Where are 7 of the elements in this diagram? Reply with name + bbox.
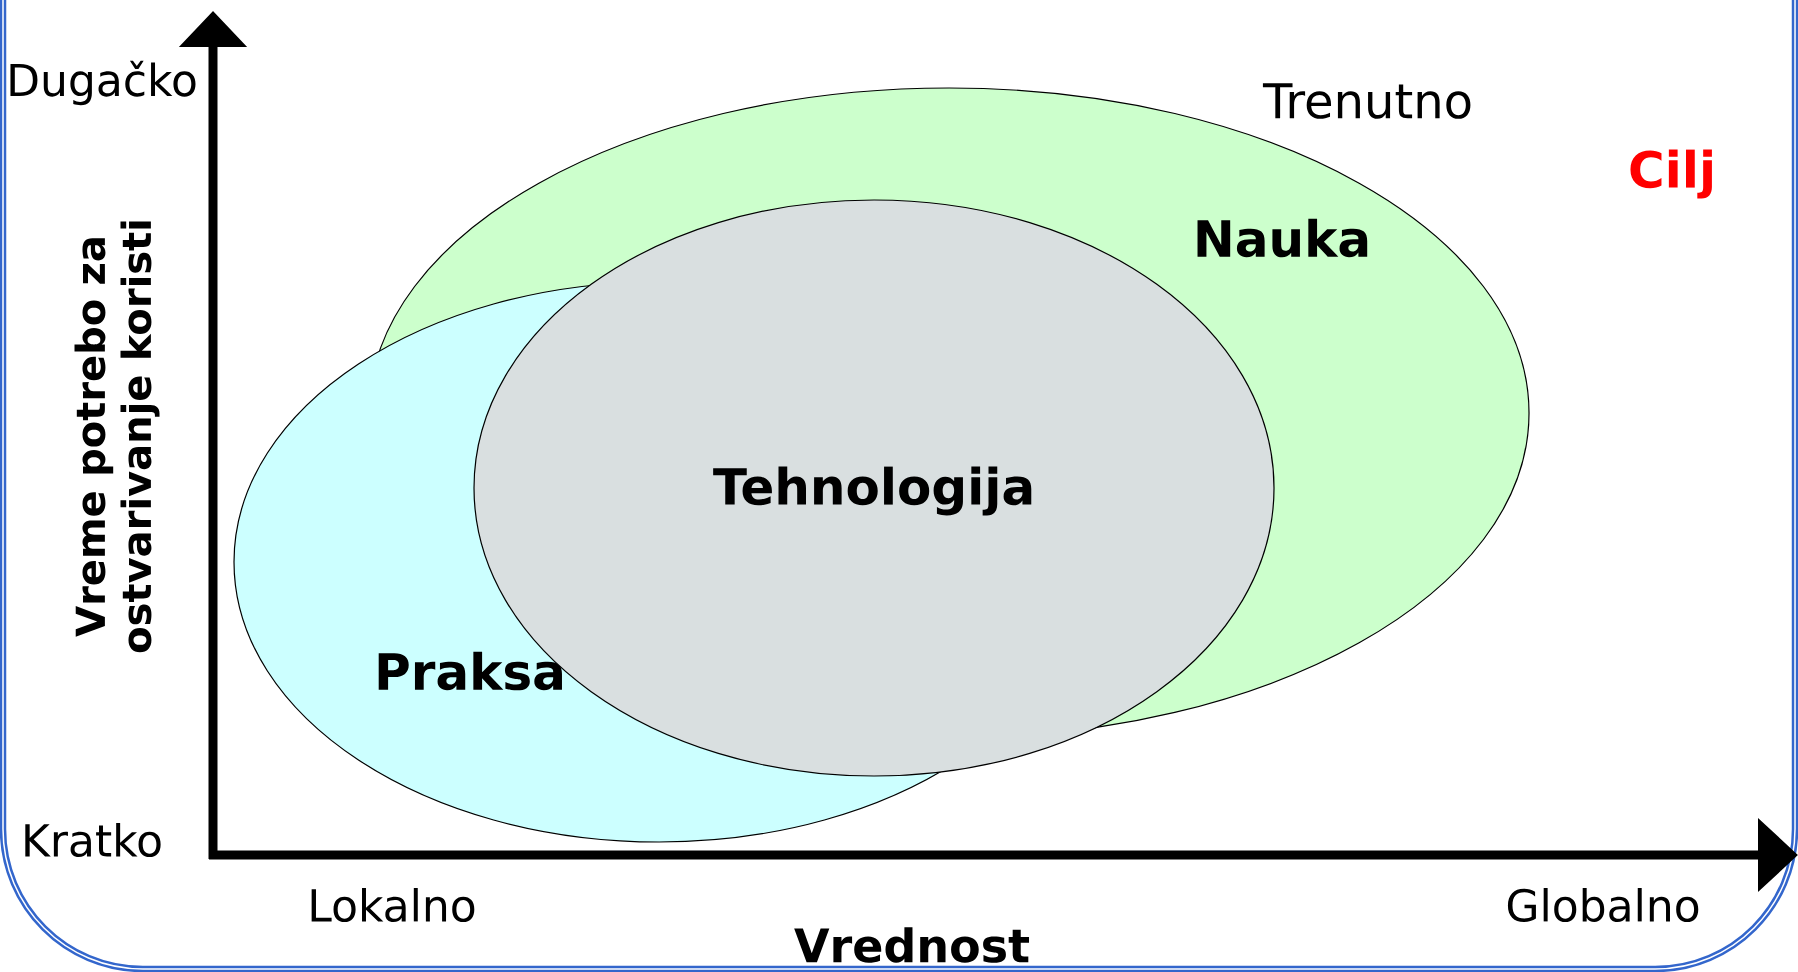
axis-end-label: Globalno: [1507, 888, 1699, 923]
goal-label: Cilj: [1630, 149, 1712, 199]
axis-title: Vreme potrebo za ostvarivanje koristi: [74, 221, 160, 653]
axis-end-label: Dugačko: [10, 60, 196, 106]
axis-title: Vrednost: [794, 927, 1029, 963]
axis-end-label: Kratko: [25, 823, 161, 858]
axis-end-label: Lokalno: [311, 888, 475, 923]
